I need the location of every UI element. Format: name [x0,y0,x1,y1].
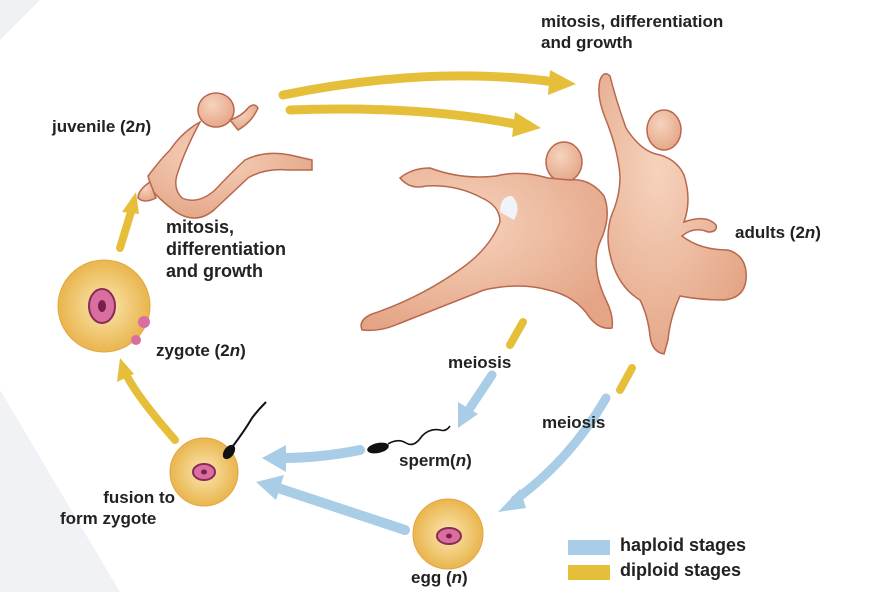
label-juvenile-n: n [135,117,145,136]
label-juvenile-mitosis-line1: mitosis, [166,216,286,238]
label-sperm: sperm(n) [399,450,472,471]
arrowhead-sperm-to-fusion [262,445,286,472]
legend-label-diploid: diploid stages [620,560,741,581]
label-sperm-text: sperm( [399,451,456,470]
legend-swatch-diploid [568,565,610,580]
fusing-sperm-tail [233,402,266,446]
label-adults: adults (2n) [735,222,821,243]
label-meiosis-sperm: meiosis [448,352,511,373]
arrowhead-juvenile-to-adults-lower [512,112,541,137]
legend-swatch-haploid [568,540,610,555]
label-sperm-n: n [456,451,466,470]
arrow-egg-to-fusion [278,488,405,530]
label-zygote-close: ) [240,341,246,360]
arrow-meiosis-to-sperm [470,375,492,408]
arrowhead-juvenile-to-adults-upper [548,70,576,95]
label-zygote: zygote (2n) [156,340,246,361]
zygote-polar-body-2 [131,335,141,345]
label-juvenile-mitosis: mitosis, differentiation and growth [166,216,286,282]
label-adult-mitosis-line1: mitosis, differentiation [541,11,723,32]
zygote-cell [58,260,150,352]
label-meiosis-egg: meiosis [542,412,605,433]
label-juvenile-text: juvenile (2 [52,117,135,136]
arrow-fusion-to-zygote [128,378,175,440]
label-juvenile-mitosis-line2: differentiation [166,238,286,260]
label-egg-close: ) [462,568,468,587]
legend-label-haploid: haploid stages [620,535,746,556]
fusion-cell [170,402,266,506]
stub-adult-left-leg [510,322,523,345]
label-fusion-line2: form zygote [60,508,175,529]
label-fusion: fusion to form zygote [60,487,175,529]
label-adult-mitosis: mitosis, differentiation and growth [541,11,723,53]
arrowhead-egg-to-fusion [256,475,284,500]
label-adult-mitosis-line2: and growth [541,32,723,53]
label-egg-text: egg ( [411,568,452,587]
egg-cell [413,499,483,569]
label-zygote-text: zygote (2 [156,341,230,360]
stub-adult-right-leg [620,368,632,390]
label-egg: egg (n) [411,567,468,588]
label-adults-n: n [805,223,815,242]
label-juvenile: juvenile (2n) [52,116,151,137]
label-juvenile-close: ) [146,117,152,136]
label-sperm-close: ) [466,451,472,470]
arrowhead-zygote-to-juvenile [122,192,139,214]
arrow-juvenile-to-adults-upper [283,76,555,95]
zygote-polar-body-1 [138,316,150,328]
arrow-sperm-to-fusion [282,450,360,458]
label-zygote-n: n [230,341,240,360]
label-egg-n: n [452,568,462,587]
label-adults-close: ) [815,223,821,242]
arrow-zygote-to-juvenile [120,212,131,248]
label-fusion-line1: fusion to [60,487,175,508]
label-juvenile-mitosis-line3: and growth [166,260,286,282]
label-adults-text: adults (2 [735,223,805,242]
arrow-juvenile-to-adults-lower [290,109,520,125]
